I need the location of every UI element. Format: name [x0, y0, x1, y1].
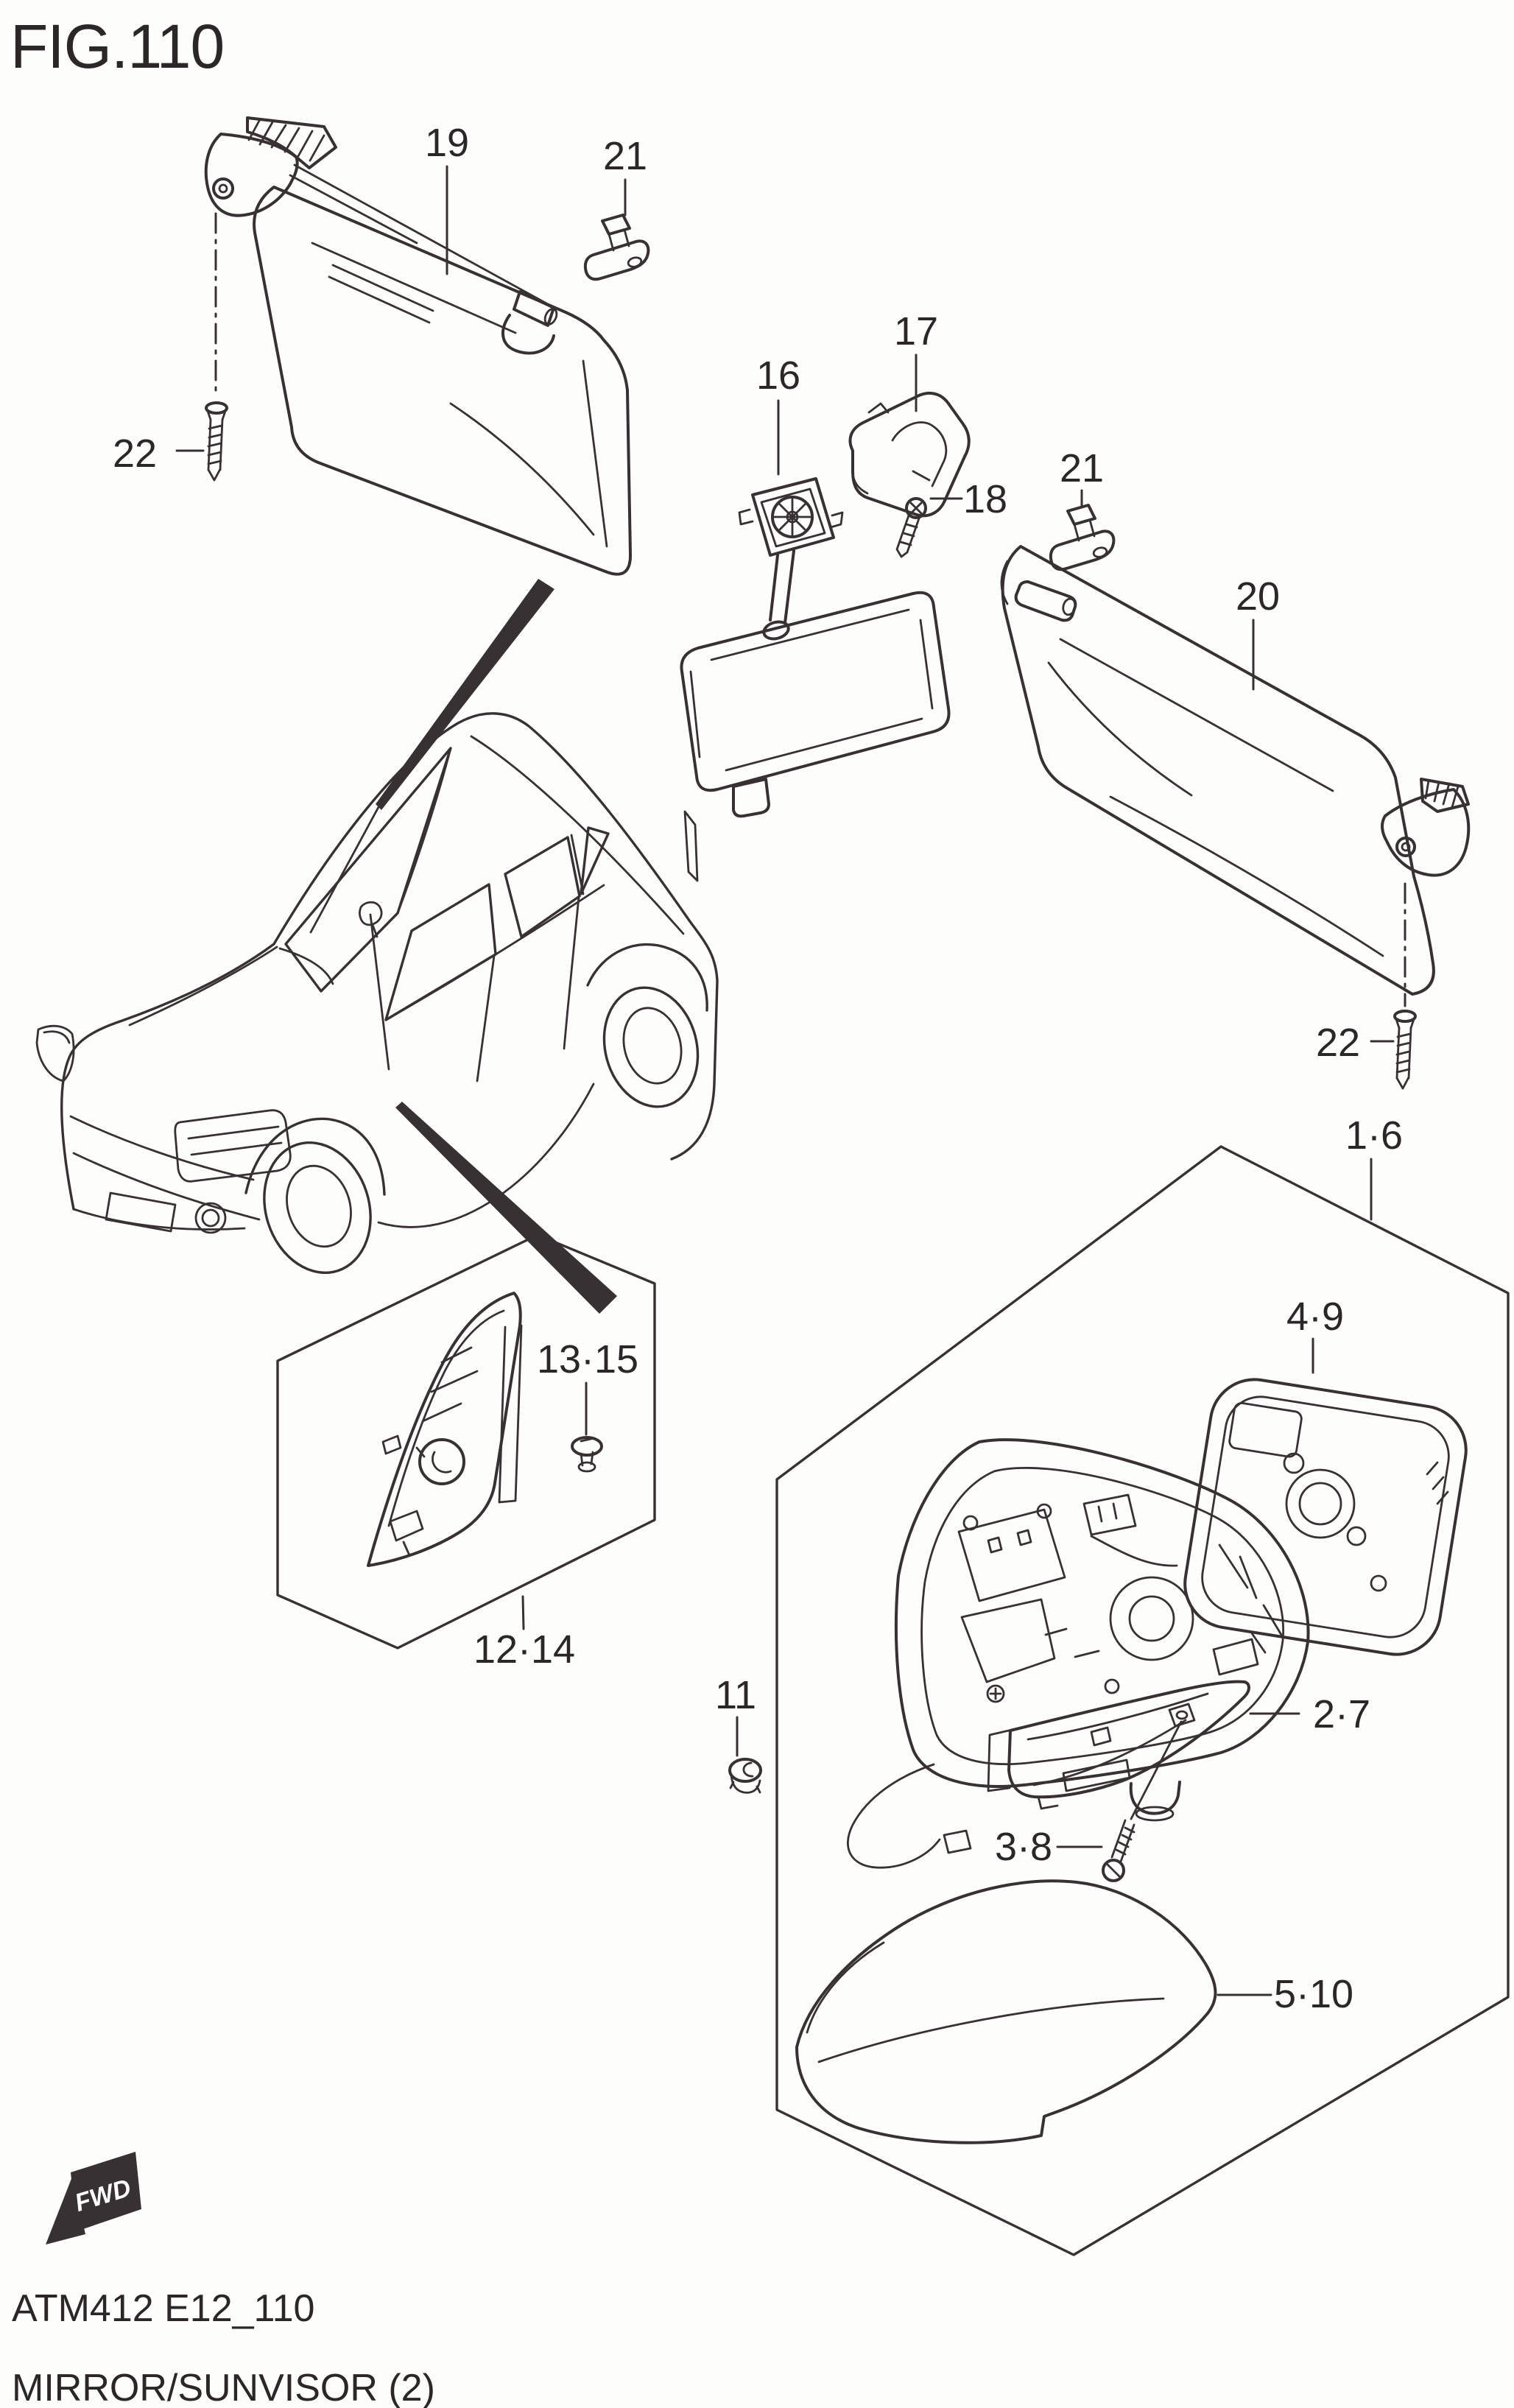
corner-cover-box: [276, 1233, 656, 1650]
part-label-visor-clip-left: 21: [603, 134, 647, 178]
rearview-mirror-drawing: [680, 591, 951, 818]
mirror-glass-drawing: [1183, 1378, 1468, 1656]
mirror-bracket-drawing: [848, 391, 971, 518]
callout-wedge-lower: [395, 1102, 617, 1314]
cover-clip-drawing: [571, 1436, 603, 1473]
part-label-corner-cover: 12·14: [473, 1627, 575, 1672]
part-label-sunvisor-right: 20: [1236, 574, 1280, 619]
part-label-corner-cover-clip: 13·15: [537, 1337, 638, 1381]
mirror-mount-drawing: [738, 477, 844, 641]
mirror-cover-drawing: [795, 1879, 1217, 2144]
leader-corner-cover: [521, 1595, 525, 1630]
footer-title: MIRROR/SUNVISOR (2): [12, 2367, 435, 2408]
part-label-mirror-glass: 4·9: [1286, 1295, 1344, 1339]
car-drawing: [35, 712, 719, 1274]
corner-cover-drawing: [367, 1292, 523, 1567]
figure-title: FIG.110: [10, 12, 224, 81]
mirror-screw-drawing: [895, 497, 927, 558]
part-label-mirror-cover: 5·10: [1274, 1972, 1353, 2016]
visor-clip-left-drawing: [583, 214, 650, 281]
sunvisor-left-drawing: [204, 116, 633, 576]
part-label-mirror-bracket: 17: [894, 309, 938, 353]
visor-clip-right-drawing: [1049, 504, 1116, 571]
part-label-sunvisor-left: 19: [425, 121, 469, 165]
visor-screw-left-drawing: [205, 212, 228, 482]
mirror-assembly-box: [775, 1145, 1510, 2256]
lamp-screw-drawing: [1102, 1720, 1183, 1882]
part-label-lamp-screw: 3·8: [995, 1825, 1052, 1869]
mirror-housing-drawing: [847, 1438, 1310, 1869]
visor-screw-right-drawing: [1393, 882, 1417, 1090]
part-label-mirror-assembly: 1·6: [1345, 1113, 1403, 1158]
part-label-turn-lamp: 2·7: [1313, 1692, 1370, 1736]
part-label-grommet: 11: [715, 1673, 756, 1717]
callout-wedge-upper: [376, 579, 554, 810]
part-label-visor-screw-right: 22: [1316, 1021, 1360, 1065]
part-label-visor-screw-left: 22: [113, 432, 157, 476]
footer-code: ATM412 E12_110: [12, 2287, 314, 2330]
part-label-visor-clip-right: 21: [1060, 446, 1104, 490]
part-label-mirror-mount: 16: [756, 353, 800, 398]
grommet-drawing: [728, 1758, 762, 1794]
callout-wedge-upper-tail: [309, 806, 380, 934]
turn-lamp-drawing: [987, 1680, 1250, 1810]
fwd-arrow: FWD: [46, 2152, 141, 2245]
sunvisor-right-drawing: [1000, 545, 1471, 996]
part-label-mirror-screw: 18: [963, 477, 1007, 521]
